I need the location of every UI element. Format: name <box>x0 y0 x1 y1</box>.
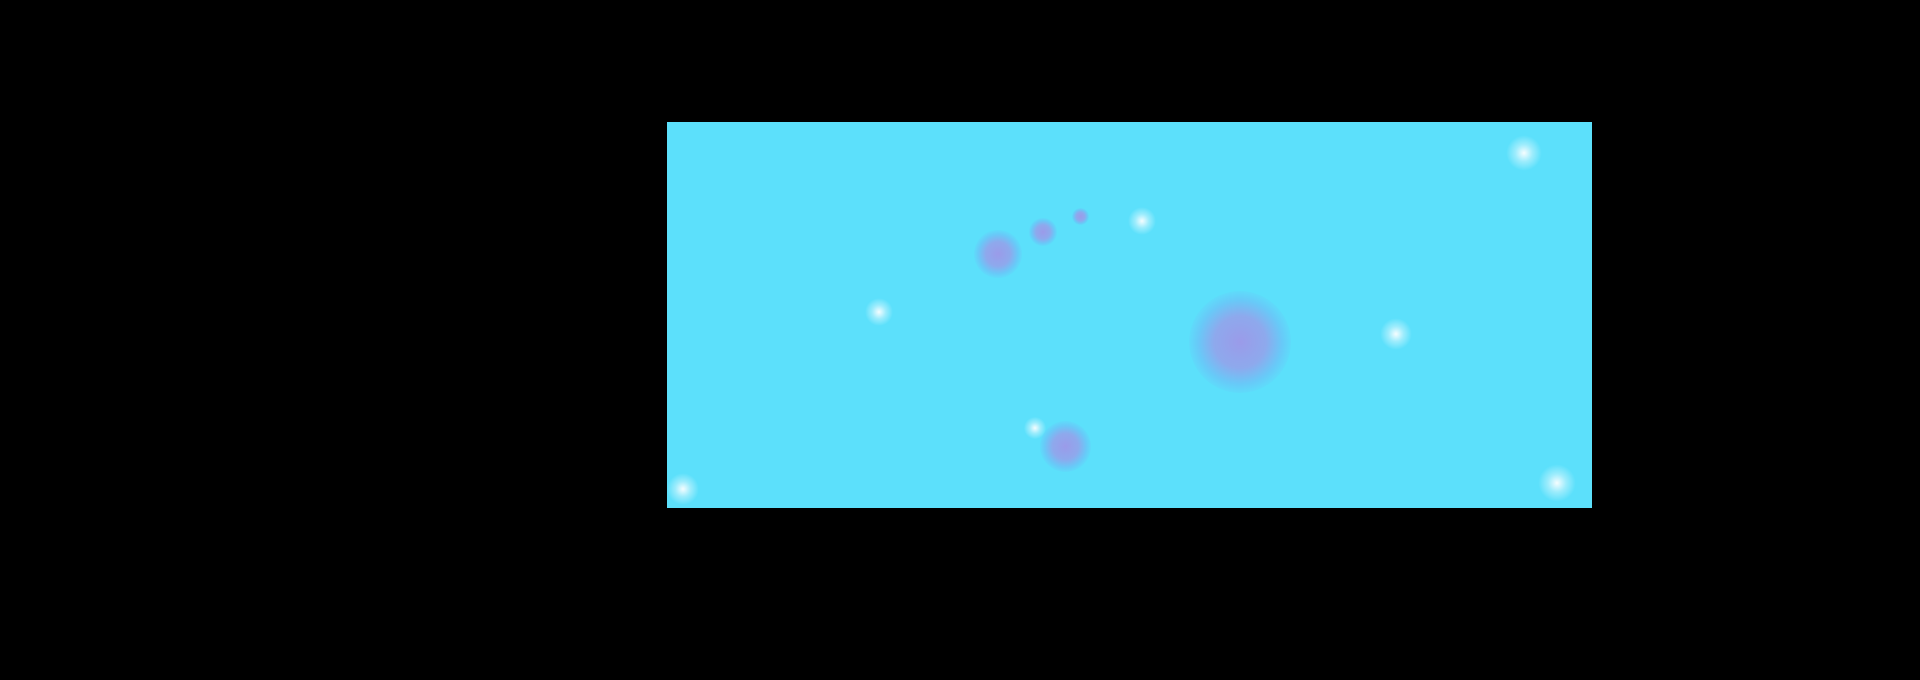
game-canvas[interactable] <box>667 122 1592 508</box>
glow-center-low <box>1023 416 1047 440</box>
glow-left <box>863 296 895 328</box>
glow-right <box>1379 317 1413 351</box>
bubble-upper-left[interactable] <box>974 230 1022 278</box>
bubble-upper-mid[interactable] <box>1029 218 1057 246</box>
bubble-large[interactable] <box>1189 291 1291 393</box>
glow-upper-mid <box>1126 205 1158 237</box>
glow-bottom-left <box>667 472 700 506</box>
bubble-bottom[interactable] <box>1039 420 1091 472</box>
bubble-tiny[interactable] <box>1071 207 1089 225</box>
glow-bottom-right <box>1536 462 1578 504</box>
glow-top-right <box>1505 134 1543 172</box>
